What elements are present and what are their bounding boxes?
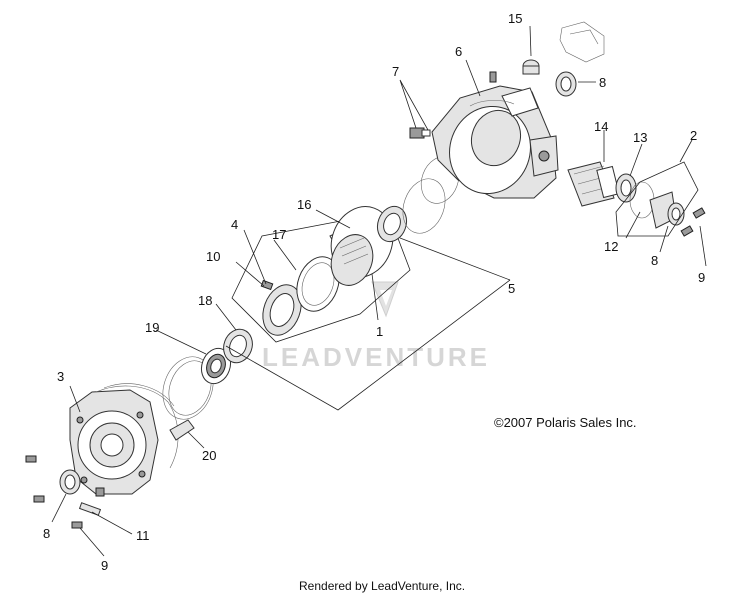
callout-labels: 1 2 3 4 5 6 7 8 8 8 9 9 10 11 12 13 14 1… [43, 11, 705, 573]
part-bolts-9-left [25, 455, 83, 529]
part-roller-cage [260, 279, 302, 336]
part-fittings-7 [409, 71, 497, 139]
callout-8-right: 8 [651, 253, 658, 268]
callout-11: 11 [136, 528, 150, 543]
part-input-shaft [567, 161, 620, 207]
part-bracket [559, 21, 605, 63]
watermark-text: LEADVENTURE [262, 342, 490, 372]
part-seal-8-bottom [59, 469, 81, 495]
callout-4: 4 [231, 217, 238, 232]
part-hub-sleeve [329, 206, 394, 286]
callout-10: 10 [206, 249, 220, 264]
part-seal-8-top [555, 71, 577, 97]
callout-12: 12 [604, 239, 618, 254]
assembly-1-outline [231, 211, 411, 343]
callout-8-top: 8 [599, 75, 606, 90]
callout-9-left: 9 [101, 558, 108, 573]
callout-20: 20 [202, 448, 216, 463]
watermark: LEADVENTURE [262, 281, 490, 372]
callout-13: 13 [633, 130, 647, 145]
part-main-housing [431, 85, 559, 199]
callout-5: 5 [508, 281, 515, 296]
part-cover-plate-2 [649, 191, 685, 229]
callout-16: 16 [297, 197, 311, 212]
callout-1: 1 [376, 324, 383, 339]
footer-text: Rendered by LeadVenture, Inc. [299, 579, 465, 593]
part-bearing-5 [376, 156, 460, 243]
callout-18: 18 [198, 293, 212, 308]
part-bolt-11 [78, 487, 105, 516]
part-bearing-19 [200, 347, 232, 385]
part-plug-15 [522, 59, 540, 75]
group-2-outline [615, 161, 699, 237]
copyright-text: ©2007 Polaris Sales Inc. [494, 415, 637, 430]
callout-17: 17 [272, 227, 286, 242]
callout-9-right: 9 [698, 270, 705, 285]
leader-lines [51, 25, 707, 557]
part-outer-cover [69, 383, 179, 495]
callout-19: 19 [145, 320, 159, 335]
callout-15: 15 [508, 11, 522, 26]
callout-2: 2 [690, 128, 697, 143]
callout-8-left: 8 [43, 526, 50, 541]
part-seal-13 [615, 173, 637, 203]
part-ring-17 [296, 256, 340, 312]
callout-3: 3 [57, 369, 64, 384]
part-bearing-18 [223, 328, 253, 364]
part-bolts-9-right [680, 207, 706, 237]
parts [25, 21, 706, 529]
part-gasket [162, 356, 214, 441]
callout-7: 7 [392, 64, 399, 79]
callout-6: 6 [455, 44, 462, 59]
callout-14: 14 [594, 119, 608, 134]
